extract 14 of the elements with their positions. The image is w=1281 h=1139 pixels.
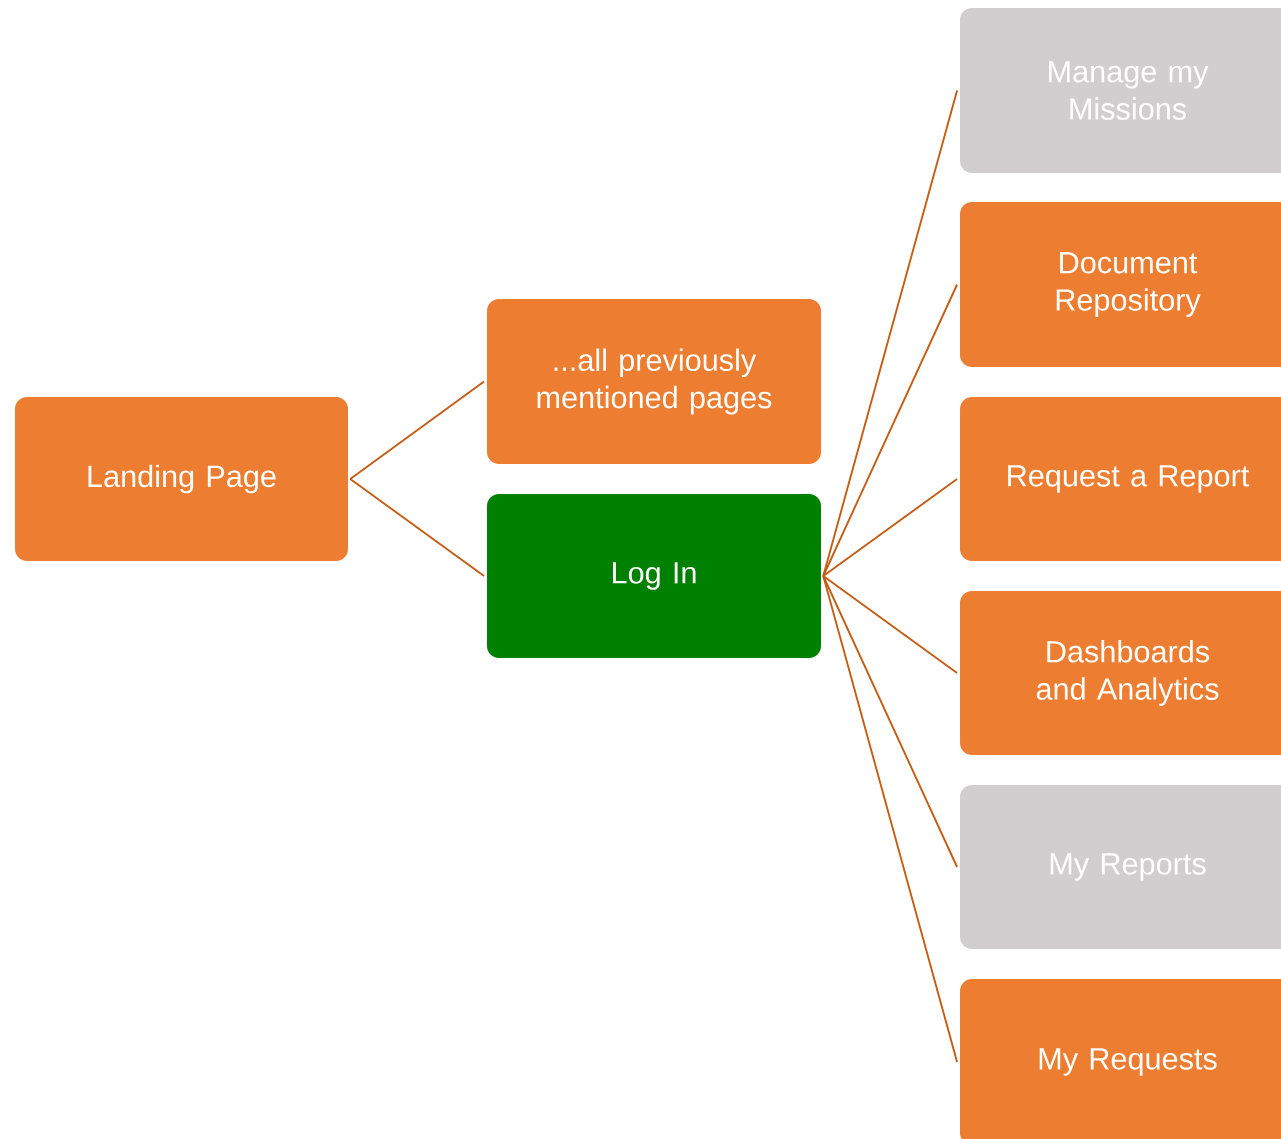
page-box: ...all previously mentioned pages [487, 299, 821, 464]
connector-line [349, 380, 485, 480]
connector-line [822, 478, 958, 577]
connector-line [822, 283, 958, 577]
page-box: Dashboards and Analytics [960, 591, 1281, 755]
connector-line [822, 575, 958, 868]
connector-line [822, 575, 958, 674]
page-box: Landing Page [15, 397, 348, 561]
page-box: Request a Report [960, 397, 1281, 561]
page-box: Document Repository [960, 202, 1281, 367]
page-box: Log In [487, 494, 821, 658]
connector-line [822, 575, 958, 1063]
connector-line [349, 478, 485, 577]
page-box: My Requests [960, 979, 1281, 1139]
